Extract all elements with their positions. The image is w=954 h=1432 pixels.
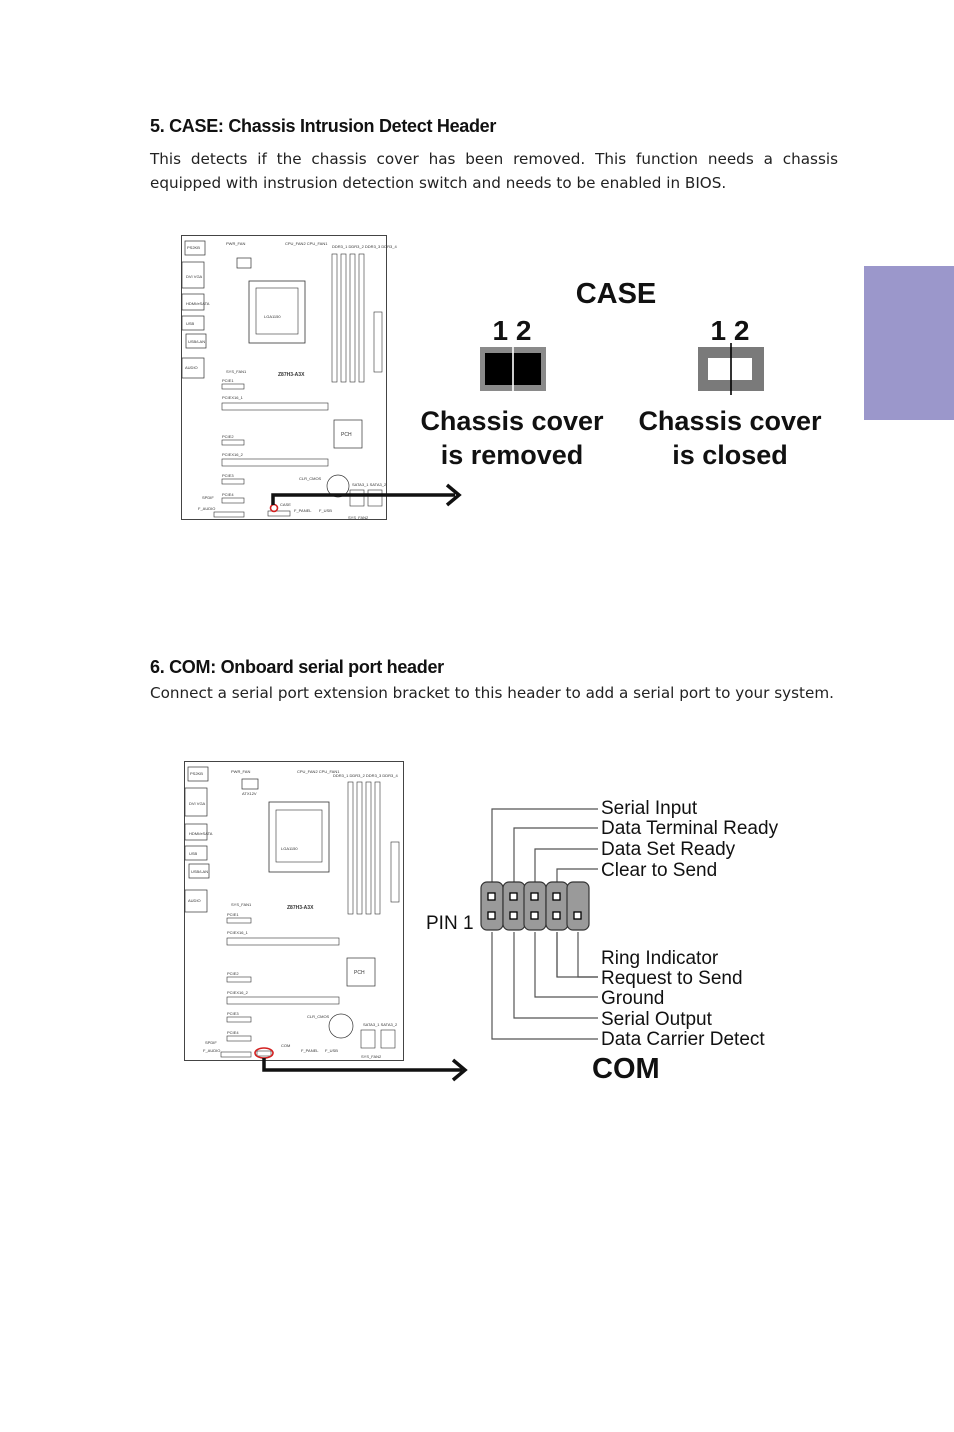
pin-label-ground: Ground	[601, 988, 664, 1009]
svg-text:AUDIO: AUDIO	[188, 898, 201, 903]
jumper-closed	[698, 343, 764, 395]
removed-caption-line2: is removed	[441, 440, 584, 470]
left-pin-numbers: 1 2	[493, 315, 532, 346]
svg-text:PCIEX16_2: PCIEX16_2	[227, 990, 249, 995]
pin-label-ring-indicator: Ring Indicator	[601, 948, 719, 969]
svg-text:PCIE3: PCIE3	[222, 473, 234, 478]
svg-text:PCIE4: PCIE4	[227, 1030, 239, 1035]
section-6-heading: 6. COM: Onboard serial port header	[150, 657, 444, 677]
svg-text:SYS_FAN1: SYS_FAN1	[226, 369, 247, 374]
section-6-body: Connect a serial port extension bracket …	[150, 684, 834, 702]
svg-text:ATX12V: ATX12V	[242, 791, 257, 796]
svg-text:SYS_FAN2: SYS_FAN2	[348, 515, 369, 520]
closed-caption-line1: Chassis cover	[638, 406, 822, 436]
section-5-body: This detects if the chassis cover has be…	[150, 150, 838, 192]
svg-text:SATA3_1 SATA3_2: SATA3_1 SATA3_2	[363, 1022, 398, 1027]
pin-label-data-carrier-detect: Data Carrier Detect	[601, 1029, 765, 1050]
svg-text:CASE: CASE	[280, 502, 291, 507]
svg-text:LGA1150: LGA1150	[281, 846, 298, 851]
svg-text:USB: USB	[189, 851, 198, 856]
svg-text:USB/LAN: USB/LAN	[188, 339, 205, 344]
closed-caption-line2: is closed	[672, 440, 788, 470]
svg-text:HDMI/eSATA: HDMI/eSATA	[186, 301, 210, 306]
pin1-label: PIN 1	[426, 913, 474, 934]
svg-text:PCIEX16_1: PCIEX16_1	[227, 930, 249, 935]
case-jumper-diagram: CASE 1 2 1 2 Chassis cover is removed Ch…	[420, 278, 822, 470]
svg-text:HDMI/eSATA: HDMI/eSATA	[189, 831, 213, 836]
svg-text:PCIE1: PCIE1	[222, 378, 234, 383]
svg-text:PWR_FAN: PWR_FAN	[231, 769, 250, 774]
removed-caption-line1: Chassis cover	[420, 406, 604, 436]
svg-text:CPU_FAN2 CPU_FAN1: CPU_FAN2 CPU_FAN1	[297, 769, 340, 774]
pin-label-serial-input: Serial Input	[601, 798, 698, 819]
svg-text:PCIE3: PCIE3	[227, 1011, 239, 1016]
svg-text:SPDIF: SPDIF	[202, 495, 214, 500]
svg-text:PCIE4: PCIE4	[222, 492, 234, 497]
motherboard-drawing: PS2KB DVI VGA HDMI/eSATA USB USB/LAN AUD…	[181, 240, 397, 520]
motherboard-drawing: PS2KB DVI VGA HDMI/eSATA USB USB/LAN AUD…	[184, 766, 400, 1059]
pin-label-request-to-send: Request to Send	[601, 968, 743, 989]
svg-text:DVI VGA: DVI VGA	[189, 801, 206, 806]
pin-label-data-terminal-ready: Data Terminal Ready	[601, 818, 779, 839]
svg-text:PCH: PCH	[354, 970, 365, 976]
svg-text:CLR_CMOS: CLR_CMOS	[299, 476, 322, 481]
svg-text:CPU_FAN2 CPU_FAN1: CPU_FAN2 CPU_FAN1	[285, 241, 328, 246]
pin-label-serial-output: Serial Output	[601, 1009, 713, 1030]
svg-text:SATA3_1 SATA3_2: SATA3_1 SATA3_2	[352, 482, 387, 487]
com-title: COM	[592, 1053, 660, 1085]
pin-label-clear-to-send: Clear to Send	[601, 860, 717, 881]
svg-text:USB: USB	[186, 321, 195, 326]
svg-text:F_AUDIO: F_AUDIO	[203, 1048, 220, 1053]
case-title: CASE	[576, 278, 657, 310]
svg-text:PCH: PCH	[341, 432, 352, 438]
svg-text:COM: COM	[281, 1043, 290, 1048]
svg-text:PCIEX16_2: PCIEX16_2	[222, 452, 244, 457]
svg-text:F_USB: F_USB	[319, 508, 332, 513]
pin-label-data-set-ready: Data Set Ready	[601, 839, 736, 860]
svg-text:PS2KB: PS2KB	[190, 771, 203, 776]
svg-text:AUDIO: AUDIO	[185, 365, 198, 370]
svg-text:Z87H3-A3X: Z87H3-A3X	[287, 905, 314, 911]
svg-text:PCIE2: PCIE2	[227, 971, 239, 976]
right-pin-numbers: 1 2	[711, 315, 750, 346]
svg-text:PCIEX16_1: PCIEX16_1	[222, 395, 244, 400]
svg-text:USB/LAN: USB/LAN	[191, 869, 208, 874]
svg-text:F_PANEL: F_PANEL	[294, 508, 312, 513]
motherboard-layout-2: PS2KB DVI VGA HDMI/eSATA USB USB/LAN AUD…	[184, 761, 404, 1061]
svg-text:DDR3_1 DDR3_2 DDR3_3 DDR3_4: DDR3_1 DDR3_2 DDR3_3 DDR3_4	[333, 773, 398, 778]
svg-text:CLR_CMOS: CLR_CMOS	[307, 1014, 330, 1019]
svg-text:F_AUDIO: F_AUDIO	[198, 506, 215, 511]
chapter-tab	[864, 266, 954, 420]
svg-text:Z87H3-A3X: Z87H3-A3X	[278, 372, 305, 378]
svg-text:SYS_FAN2: SYS_FAN2	[361, 1054, 382, 1059]
svg-text:PCIE2: PCIE2	[222, 434, 234, 439]
motherboard-layout-1: PS2KB DVI VGA HDMI/eSATA USB USB/LAN AUD…	[181, 235, 397, 520]
svg-text:DVI VGA: DVI VGA	[186, 274, 203, 279]
com-header-pins	[480, 881, 590, 931]
section-5-heading: 5. CASE: Chassis Intrusion Detect Header	[150, 116, 497, 136]
svg-text:PCIE1: PCIE1	[227, 912, 239, 917]
svg-text:SYS_FAN1: SYS_FAN1	[231, 902, 252, 907]
svg-text:F_USB: F_USB	[325, 1048, 338, 1053]
svg-text:F_PANEL: F_PANEL	[301, 1048, 319, 1053]
svg-text:PS2KB: PS2KB	[187, 245, 200, 250]
svg-text:DDR3_1 DDR3_2 DDR3_3 DDR3_4: DDR3_1 DDR3_2 DDR3_3 DDR3_4	[332, 244, 397, 249]
svg-text:PWR_FAN: PWR_FAN	[226, 241, 245, 246]
svg-text:LGA1150: LGA1150	[264, 314, 281, 319]
com-pinout-diagram: PIN 1 Serial Input Data Terminal Ready D…	[426, 798, 779, 1085]
jumper-removed	[480, 343, 546, 395]
svg-text:SPDIF: SPDIF	[205, 1040, 217, 1045]
